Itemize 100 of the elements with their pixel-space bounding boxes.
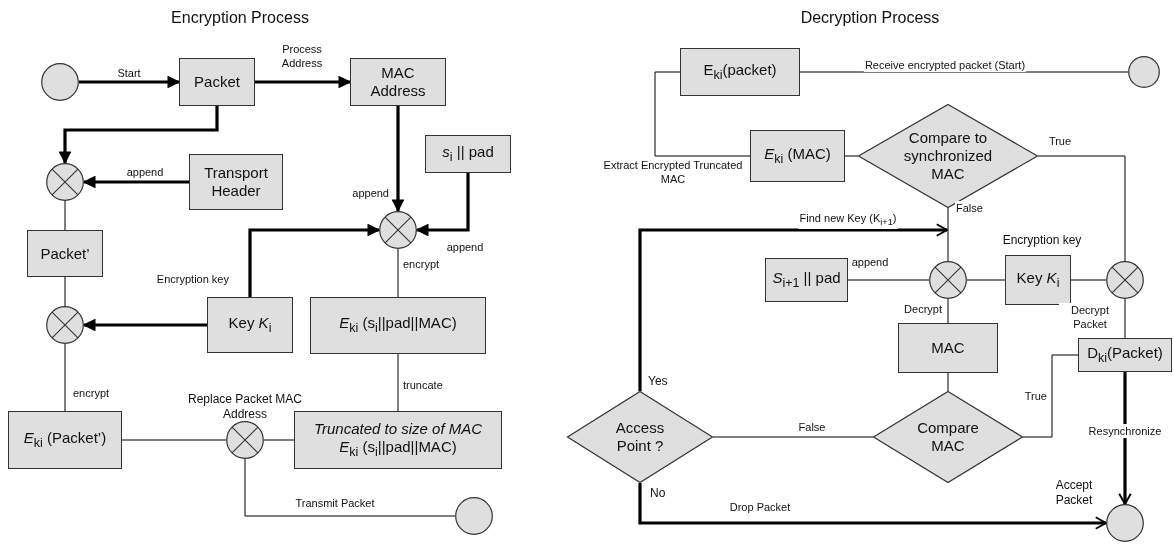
node-label: S$_{i+1}$ || pad xyxy=(772,268,841,292)
process-box xyxy=(680,48,800,96)
node-label: s$_{i}$ || pad xyxy=(442,142,494,166)
edge-label: Resynchronize xyxy=(1087,424,1163,438)
process-box xyxy=(27,230,103,277)
connector-line xyxy=(244,458,456,517)
section-heading: Decryption Process xyxy=(800,8,940,27)
edge-label: Receive encrypted packet (Start) xyxy=(863,58,1027,72)
arrow xyxy=(79,75,181,89)
connector-line xyxy=(397,353,399,412)
edge-label: Drop Packet xyxy=(728,500,792,514)
connector-line xyxy=(947,372,949,392)
arrow xyxy=(255,75,352,89)
edge-label: append xyxy=(351,186,390,200)
connector-line xyxy=(654,71,751,157)
node-label: Transport Header xyxy=(203,164,269,200)
terminal-circle xyxy=(41,63,79,101)
node-caption: Encryption key xyxy=(1002,233,1082,248)
combine-junction xyxy=(46,163,84,201)
edge-label: False xyxy=(955,201,984,215)
decision-diamond xyxy=(567,391,713,483)
node-caption: Accept Packet xyxy=(1054,478,1094,508)
edge-label: append xyxy=(850,255,890,269)
node-caption: Replace Packet MAC Address xyxy=(186,392,303,422)
connector-line xyxy=(966,279,1006,281)
edge-label: False xyxy=(797,420,827,434)
edge-label: append xyxy=(125,165,165,179)
connector-line xyxy=(712,436,874,438)
terminal-circle xyxy=(1106,504,1144,542)
edge-label: Find new Key (K$_{i+1}$) xyxy=(798,211,898,230)
node-label: Packet xyxy=(194,73,240,91)
node-label: Compare MAC xyxy=(916,419,980,455)
edge-label: True xyxy=(1023,389,1048,403)
process-box xyxy=(765,258,848,302)
connector-line xyxy=(847,279,930,281)
connector-line xyxy=(263,439,295,441)
node-label: E$_{ki}$ (Packet’) xyxy=(23,428,107,452)
edge-label: truncate xyxy=(402,378,444,392)
node-label: D$_{ki}$(Packet) xyxy=(1087,343,1163,367)
edge-label: append xyxy=(445,240,485,254)
arrow xyxy=(391,106,405,213)
connector-line xyxy=(121,439,227,441)
process-box xyxy=(425,135,511,173)
process-box xyxy=(1078,338,1172,372)
section-heading: Encryption Process xyxy=(171,8,309,27)
combine-junction xyxy=(226,421,264,459)
connector-line xyxy=(844,155,859,157)
process-box xyxy=(750,130,845,182)
edge-label: Transmit Packet xyxy=(294,496,376,510)
node-label: Key K$_{i}$ xyxy=(228,313,272,337)
connector-line xyxy=(799,71,1129,73)
edge-label: Encryption key xyxy=(155,272,230,286)
process-box xyxy=(294,411,502,469)
node-label: Key K$_{i}$ xyxy=(1016,268,1060,292)
edge-label: encrypt xyxy=(402,257,441,271)
decision-diamond xyxy=(873,391,1023,483)
process-box xyxy=(350,58,446,106)
process-box xyxy=(189,154,283,210)
process-box xyxy=(8,411,122,469)
connector-line xyxy=(64,276,66,307)
combine-junction xyxy=(1106,261,1144,299)
combine-junction xyxy=(379,211,417,249)
arrow xyxy=(638,223,948,391)
node-label: MAC xyxy=(931,339,965,357)
arrow xyxy=(1118,372,1132,505)
node-label: E$_{ki}$(packet) xyxy=(703,60,777,84)
edge-label: Start xyxy=(116,66,142,80)
process-box xyxy=(1005,255,1071,305)
combine-junction xyxy=(46,306,84,344)
arrow xyxy=(638,483,1107,530)
edge-label: True xyxy=(1047,134,1073,148)
terminal-circle xyxy=(1128,56,1160,88)
process-box xyxy=(207,297,293,353)
process-box xyxy=(179,58,255,106)
node-label: E$_{ki}$ (s$_{i}$||pad||MAC) xyxy=(339,437,457,461)
connector-line xyxy=(947,207,949,262)
node-label: Truncated to size of MAC xyxy=(313,419,483,438)
connector-line xyxy=(64,343,66,412)
arrow xyxy=(58,106,219,165)
node-label: E$_{ki}$ (MAC) xyxy=(764,144,831,168)
connector-line xyxy=(1022,354,1079,438)
connector-line xyxy=(1124,298,1126,339)
connector-line xyxy=(397,248,399,298)
edge-label: Extract Encrypted Truncated MAC xyxy=(602,158,744,186)
process-box xyxy=(898,323,998,373)
node-label: E$_{ki}$ (s$_{i}$||pad||MAC) xyxy=(339,314,457,337)
edge-label: encrypt xyxy=(72,386,111,400)
process-box xyxy=(310,297,486,354)
terminal-circle xyxy=(455,497,493,535)
node-label: Access Point ? xyxy=(614,419,666,455)
node-label: MAC Address xyxy=(369,64,427,100)
connector-line xyxy=(64,200,66,231)
branch-label: No xyxy=(650,486,666,501)
node-label: Packet’ xyxy=(40,244,90,263)
combine-junction xyxy=(929,261,967,299)
edge-label: Decrypt xyxy=(903,302,943,316)
branch-label: Yes xyxy=(648,374,668,389)
connector-line xyxy=(947,298,949,324)
connector-line xyxy=(1070,279,1107,281)
node-label: Compare to synchronized MAC xyxy=(902,129,994,183)
